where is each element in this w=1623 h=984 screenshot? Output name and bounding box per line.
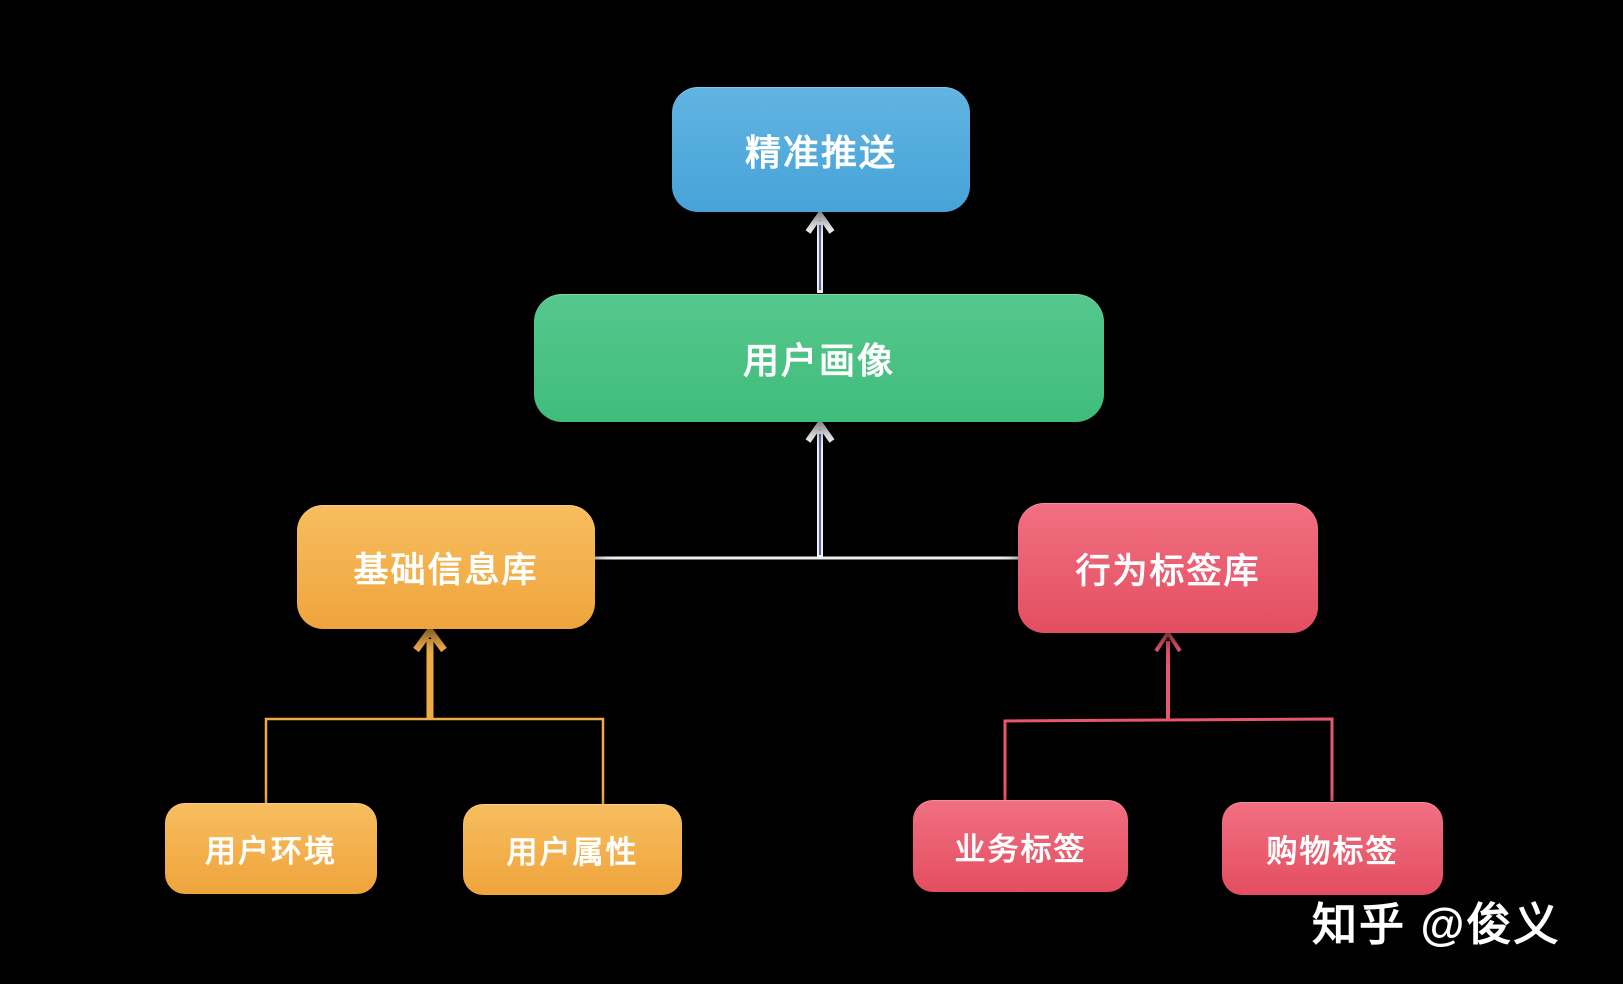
bracket-basicinfo-children — [264, 717, 605, 804]
bracket-behaviortags-children — [1003, 717, 1334, 801]
node-behavior-tag-library: 行为标签库 — [1018, 503, 1318, 633]
node-precise-push: 精准推送 — [672, 87, 970, 212]
node-user-attributes-label: 用户属性 — [506, 835, 639, 870]
node-user-environment: 用户环境 — [165, 803, 377, 894]
arrow-children-to-basicinfo-icon — [413, 625, 447, 719]
node-behavior-tag-library-label: 行为标签库 — [1075, 551, 1261, 591]
node-basic-info-library-label: 基础信息库 — [353, 550, 539, 590]
arrow-junction-to-profile-icon — [805, 418, 835, 558]
node-shopping-tags: 购物标签 — [1222, 802, 1443, 895]
node-precise-push-label: 精准推送 — [744, 131, 897, 173]
node-user-attributes: 用户属性 — [463, 804, 682, 895]
node-shopping-tags-label: 购物标签 — [1266, 834, 1399, 869]
node-basic-info-library: 基础信息库 — [297, 505, 595, 629]
node-user-profile-label: 用户画像 — [742, 340, 895, 381]
watermark: 知乎 @俊义 — [1312, 899, 1561, 950]
node-user-profile: 用户画像 — [534, 294, 1104, 422]
arrow-children-to-behaviortags-icon — [1154, 629, 1182, 720]
node-business-tags-label: 业务标签 — [954, 831, 1087, 867]
arrow-profile-to-push-icon — [805, 209, 835, 293]
node-business-tags: 业务标签 — [913, 800, 1128, 892]
node-user-environment-label: 用户环境 — [205, 834, 337, 869]
